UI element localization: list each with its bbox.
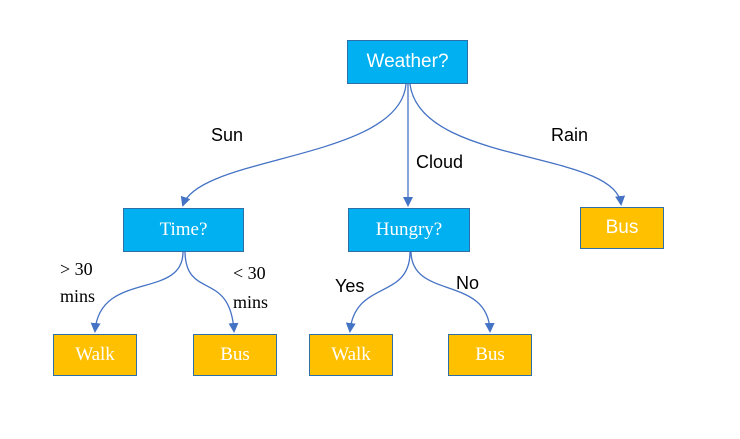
- edge-rain: [409, 83, 626, 206]
- node-hungry: Hungry?: [348, 208, 470, 252]
- node-bus-hungry: Bus: [448, 334, 532, 376]
- edge-label-no: No: [456, 273, 480, 293]
- edge-over-30-mins: [90, 251, 184, 333]
- edge-label-over-30-line2: mins: [60, 286, 96, 306]
- edge-no: [410, 251, 495, 333]
- node-walk-time: Walk: [53, 334, 137, 376]
- edge-label-cloud: Cloud: [416, 152, 464, 172]
- edge-label-over-30-line1: > 30: [60, 259, 93, 279]
- node-weather: Weather?: [347, 40, 468, 84]
- edge-label-under-30-line1: < 30: [233, 263, 266, 283]
- edge-under-30-mins: [184, 251, 239, 333]
- edge-label-under-30-line2: mins: [233, 292, 269, 312]
- node-time: Time?: [123, 208, 244, 252]
- node-walk-hungry: Walk: [309, 334, 393, 376]
- edge-label-sun: Sun: [211, 125, 244, 145]
- edge-sun: [180, 83, 407, 207]
- edge-label-rain: Rain: [551, 125, 589, 145]
- node-bus-rain: Bus: [580, 207, 664, 249]
- edge-label-yes: Yes: [335, 276, 365, 296]
- edge-yes: [345, 251, 411, 333]
- node-bus-time: Bus: [193, 334, 277, 376]
